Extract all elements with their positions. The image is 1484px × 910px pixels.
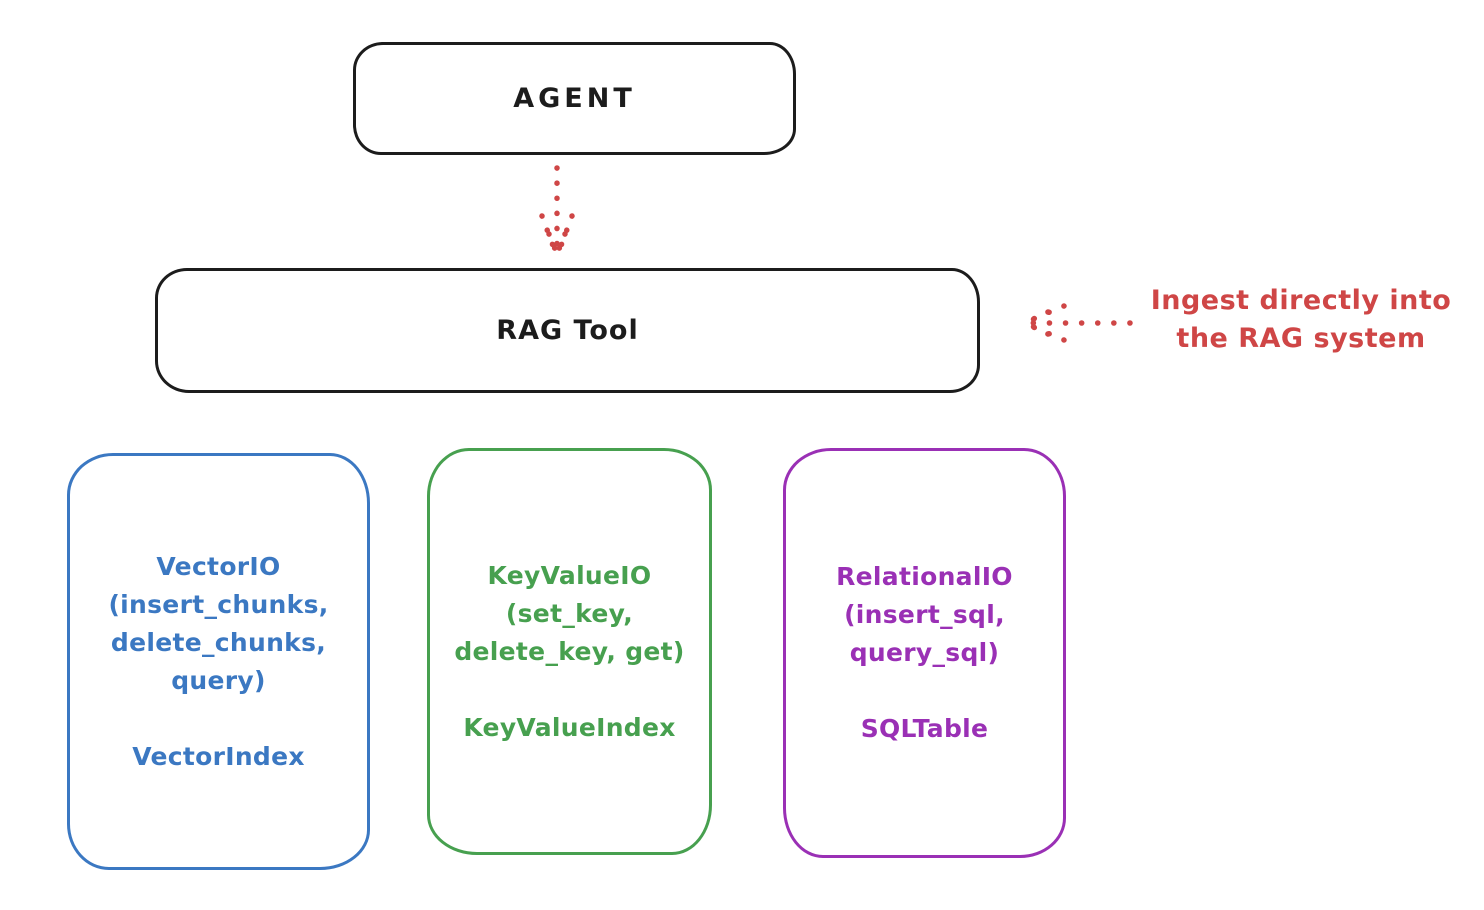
sql-table-label: SQLTable [860, 714, 989, 743]
annotation-line-2: the RAG system [1176, 323, 1426, 354]
agent-box: AGENT [353, 42, 796, 155]
keyvalue-io-box: KeyValueIO (set_key, delete_key, get) Ke… [427, 448, 712, 855]
vector-io-methods-label: VectorIO (insert_chunks, delete_chunks, … [108, 551, 329, 695]
rag-tool-box: RAG Tool [155, 268, 980, 393]
vector-index-label: VectorIndex [132, 741, 305, 771]
relational-io-box: RelationalIO (insert_sql, query_sql) SQL… [783, 448, 1066, 858]
relational-io-methods-label: RelationalIO (insert_sql, query_sql) [836, 562, 1013, 667]
keyvalue-index-label: KeyValueIndex [463, 712, 676, 742]
agent-to-ragtool-dotted-arrow [539, 165, 575, 257]
rag-tool-box-label: RAG Tool [496, 315, 639, 346]
vector-io-box: VectorIO (insert_chunks, delete_chunks, … [67, 453, 370, 870]
agent-box-label: AGENT [513, 83, 636, 114]
annotation-line-1: Ingest directly into [1150, 285, 1452, 316]
annotation-dotted-arrow [1023, 303, 1133, 343]
annotation-text: Ingest directly into the RAG system [1125, 282, 1477, 358]
keyvalue-io-methods-label: KeyValueIO (set_key, delete_key, get) [454, 560, 685, 666]
